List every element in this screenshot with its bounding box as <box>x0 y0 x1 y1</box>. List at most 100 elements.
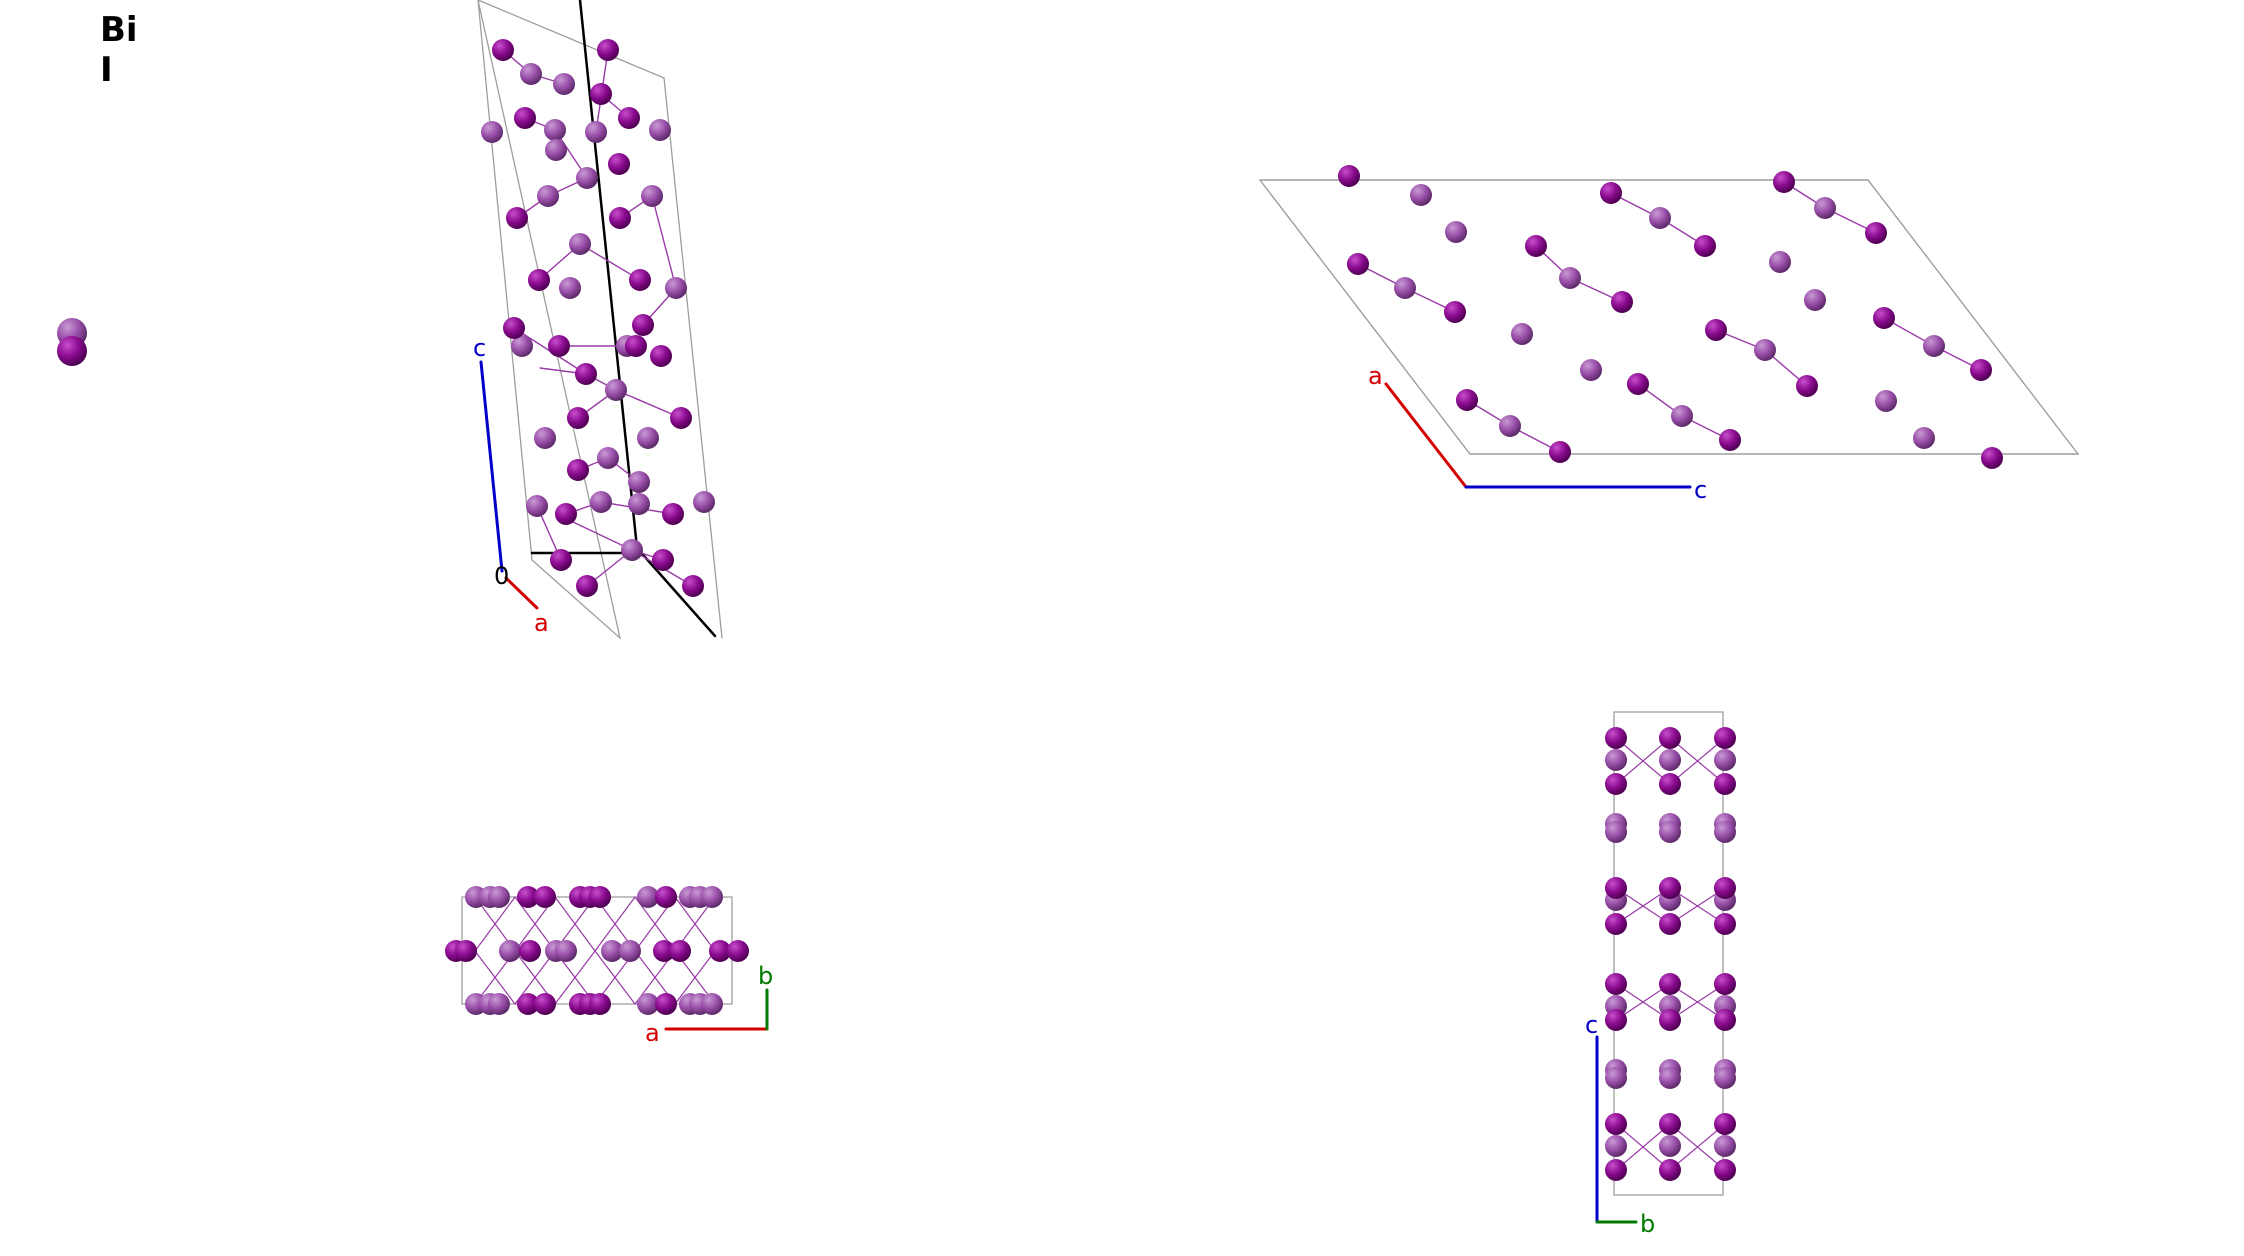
bi-atom <box>1796 375 1818 397</box>
legend-label-bi: Bi <box>100 10 138 50</box>
bi-atom <box>1659 773 1681 795</box>
i-atom <box>1445 221 1467 243</box>
i-atom <box>601 940 623 962</box>
i-atom <box>1499 415 1521 437</box>
i-atom <box>1559 267 1581 289</box>
i-atom <box>1714 749 1736 771</box>
i-atom <box>511 335 533 357</box>
bi-atom <box>534 993 556 1015</box>
bi-atom <box>1456 389 1478 411</box>
bi-atom <box>608 153 630 175</box>
axis-a-line <box>504 576 539 610</box>
i-atom <box>1605 1067 1627 1089</box>
bi-atom <box>1605 913 1627 935</box>
bond <box>1669 1123 1726 1171</box>
i-atom <box>1659 1135 1681 1157</box>
i-atom <box>1714 1067 1736 1089</box>
i-atom <box>1714 821 1736 843</box>
bond <box>615 389 682 419</box>
bi-atom <box>1659 877 1681 899</box>
i-atom <box>576 167 598 189</box>
bi-atom <box>1694 235 1716 257</box>
i-atom <box>701 886 723 908</box>
bi-atom <box>650 345 672 367</box>
bi-atom <box>590 83 612 105</box>
bi-atom <box>1970 359 1992 381</box>
axis-a-label: a <box>534 609 549 637</box>
unit-cell-outline <box>1258 179 2080 455</box>
i-atom <box>637 886 659 908</box>
bi-atom <box>1714 1159 1736 1181</box>
i-atom <box>534 427 556 449</box>
bi-atom <box>1981 447 2003 469</box>
element-legend: Bi I <box>100 10 138 90</box>
i-atom <box>559 277 581 299</box>
unit-cell-outline <box>1613 711 1724 1196</box>
i-atom <box>1659 749 1681 771</box>
bi-atom <box>576 575 598 597</box>
bi-atom <box>709 940 731 962</box>
bi-atom <box>597 39 619 61</box>
i-atom <box>1659 1067 1681 1089</box>
bi-atom <box>653 940 675 962</box>
unit-cell-edge <box>663 77 723 639</box>
axis-a-line <box>1384 382 1468 489</box>
bi-atom <box>1714 973 1736 995</box>
bi-atom <box>514 107 536 129</box>
legend-label-i: I <box>100 50 113 90</box>
bi-atom <box>662 503 684 525</box>
bi-atom <box>1605 773 1627 795</box>
bi-atom <box>1627 373 1649 395</box>
bi-atom <box>1659 1159 1681 1181</box>
i-atom <box>488 886 510 908</box>
bi-atom <box>1444 301 1466 323</box>
i-atom <box>1804 289 1826 311</box>
i-atom <box>1754 339 1776 361</box>
bi-atom <box>534 886 556 908</box>
i-atom <box>1714 1135 1736 1157</box>
i-atom <box>1605 1135 1627 1157</box>
i-atom <box>1410 184 1432 206</box>
bi-atom <box>1659 727 1681 749</box>
i-atom <box>1649 207 1671 229</box>
bi-atom <box>1714 773 1736 795</box>
bi-atom <box>1605 877 1627 899</box>
bi-atom <box>492 39 514 61</box>
bi-atom <box>455 940 477 962</box>
view-along-a-panel: cb <box>1585 711 1736 1238</box>
i-atom <box>1814 197 1836 219</box>
bi-atom <box>555 503 577 525</box>
i-atom <box>628 493 650 515</box>
axis-a-label: a <box>645 1019 660 1047</box>
bi-atom <box>1605 727 1627 749</box>
bond <box>1615 1123 1671 1171</box>
i-atom <box>1659 821 1681 843</box>
bi-atom <box>632 314 654 336</box>
bi-atom <box>1714 913 1736 935</box>
bi-atom <box>1714 727 1736 749</box>
axis-c-label: c <box>1585 1011 1598 1039</box>
bond <box>651 195 677 289</box>
legend-atom-swatch <box>57 318 87 366</box>
axis-c-label: c <box>473 334 486 362</box>
bond <box>579 243 641 281</box>
bi-atom <box>1659 1009 1681 1031</box>
unit-cell-edge <box>477 0 621 639</box>
unit-cell-edge <box>531 559 621 639</box>
i-atom <box>597 447 619 469</box>
view-along-b-panel: ac <box>1258 165 2080 504</box>
bond <box>1669 737 1726 785</box>
i-atom <box>637 427 659 449</box>
i-atom <box>569 233 591 255</box>
bi-atom <box>567 459 589 481</box>
i-atom <box>488 993 510 1015</box>
i-atom <box>585 121 607 143</box>
bi-atom <box>1659 913 1681 935</box>
bi-atom <box>1549 441 1571 463</box>
bi-atom <box>1714 1009 1736 1031</box>
i-atom <box>621 539 643 561</box>
i-atom <box>628 471 650 493</box>
i-atom <box>1913 427 1935 449</box>
i-atom <box>537 185 559 207</box>
